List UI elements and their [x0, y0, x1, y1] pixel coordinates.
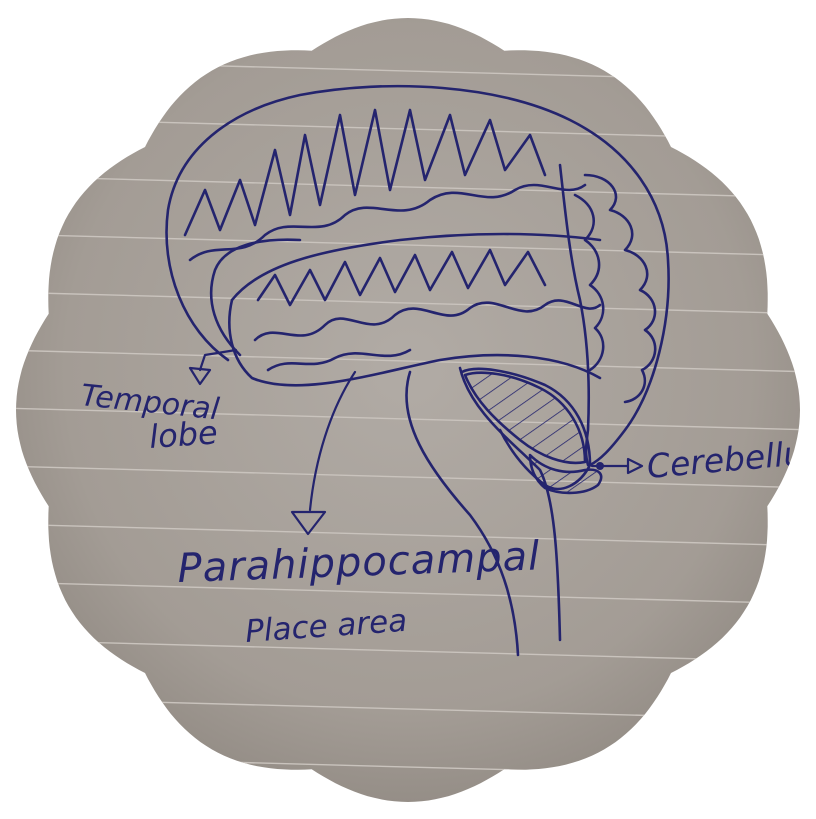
ruled-line: [0, 814, 816, 819]
cerebellum-pointer-dot: [596, 462, 604, 470]
label-temporal-lobe-line2: lobe: [148, 413, 219, 456]
